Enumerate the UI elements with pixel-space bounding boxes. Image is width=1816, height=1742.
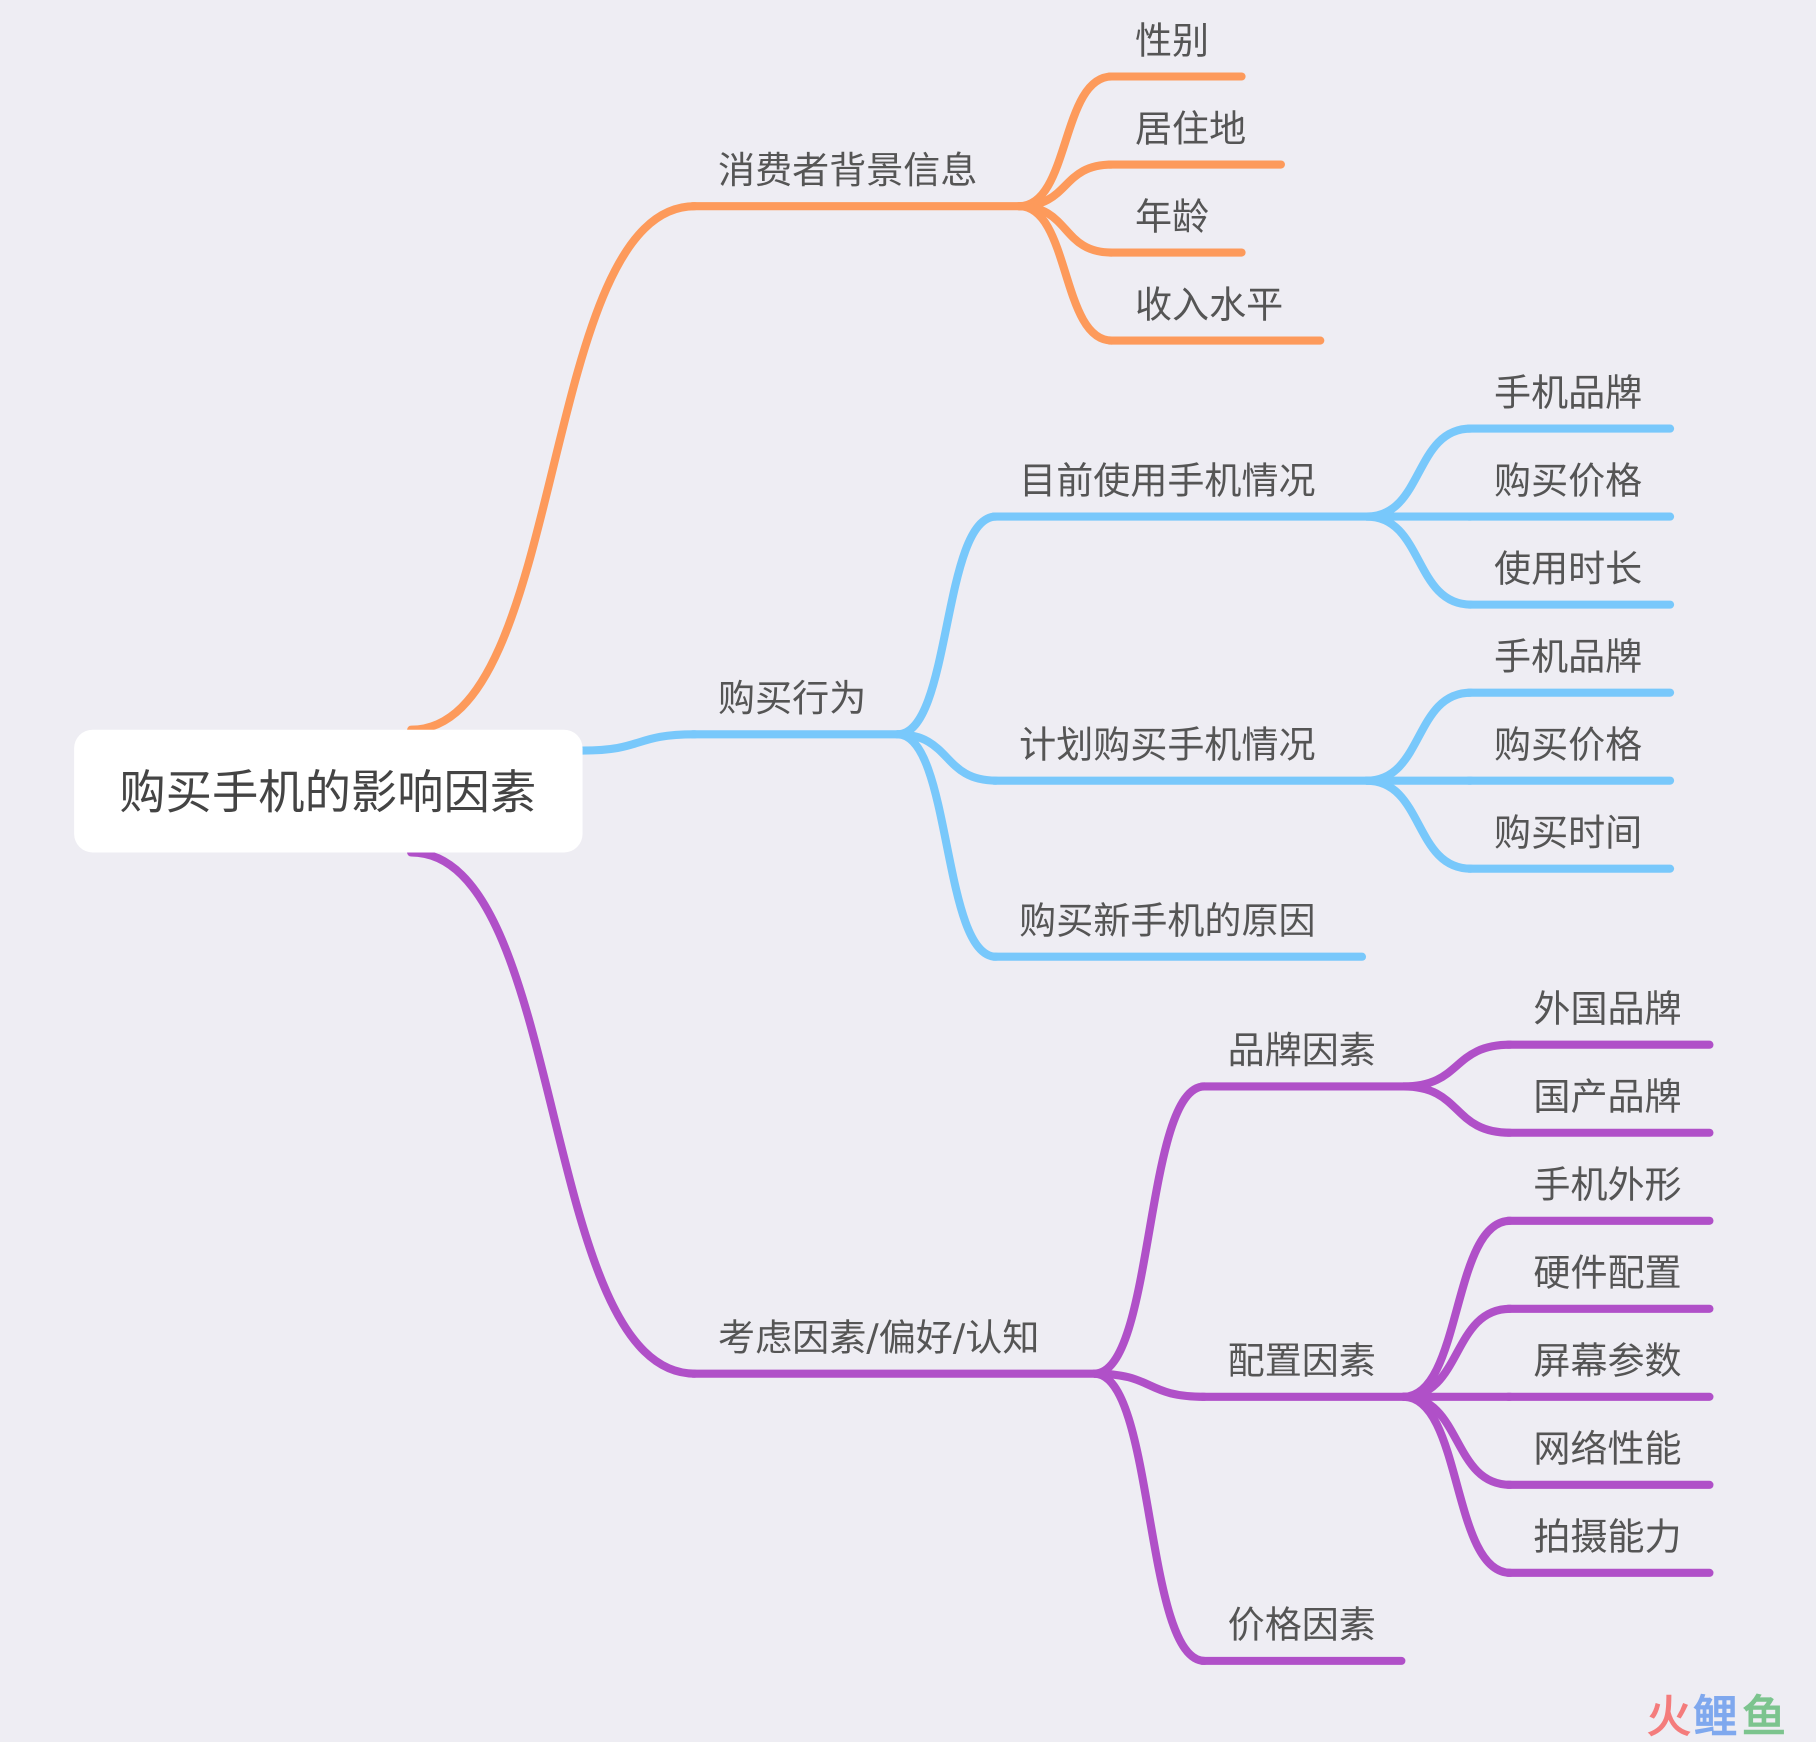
node-label: 手机品牌 [1494,371,1642,414]
mind-map-node-level-3[interactable]: 拍摄能力 [1503,1516,1714,1577]
connector-line [407,848,699,1378]
mind-map-node-level-3[interactable]: 手机品牌 [1464,635,1675,697]
node-label: 目前使用手机情况 [1019,459,1315,502]
node-label: 居住地 [1135,107,1246,150]
node-label: 考虑因素/偏好/认知 [718,1316,1039,1359]
node-label: 手机品牌 [1494,635,1642,678]
node-label: 年龄 [1135,195,1209,238]
connector-line [1362,776,1475,873]
mind-map-node-level-3[interactable]: 使用时长 [1464,547,1675,609]
node-label: 购买价格 [1494,724,1642,767]
root-node[interactable]: 购买手机的影响因素 [74,729,583,853]
connector-line [407,202,699,734]
connector-line [1090,1369,1209,1401]
node-label: 国产品牌 [1533,1076,1681,1119]
connector-line [578,730,699,755]
mind-map-node-level-1[interactable]: 消费者背景信息 [688,149,1024,211]
node-label: 购买行为 [718,677,866,720]
node-label: 配置因素 [1228,1340,1376,1383]
node-label: 品牌因素 [1228,1029,1376,1072]
mind-map-node-level-3[interactable]: 购买时间 [1464,812,1675,873]
node-label: 购买价格 [1494,459,1642,502]
connector-line [1015,202,1116,345]
root-node-box[interactable] [74,729,583,853]
mind-map-node-level-3[interactable]: 购买价格 [1464,459,1675,521]
node-label: 外国品牌 [1533,988,1681,1031]
connector-line [1090,1082,1209,1378]
node-label: 屏幕参数 [1533,1340,1681,1383]
node-label: 购买时间 [1494,812,1642,855]
node-label: 性别 [1135,19,1209,62]
mind-map-node-level-1[interactable]: 购买行为 [688,677,902,739]
connector-line [893,512,1001,739]
node-label: 收入水平 [1135,283,1283,326]
mind-map-node-level-2[interactable]: 收入水平 [1105,283,1325,345]
mind-map-node-level-3[interactable]: 屏幕参数 [1503,1340,1714,1401]
root-node-label: 购买手机的影响因素 [119,765,536,819]
mind-map-node-level-2[interactable]: 计划购买手机情况 [989,724,1371,785]
nodes: 消费者背景信息性别居住地年龄收入水平购买行为目前使用手机情况手机品牌购买价格使用… [688,19,1714,1665]
connector-line [893,730,1001,961]
mind-map-node-level-2[interactable]: 品牌因素 [1198,1029,1408,1091]
connector-line [1090,1369,1209,1665]
mind-map-node-level-3[interactable]: 硬件配置 [1503,1252,1714,1313]
node-label: 购买新手机的原因 [1019,900,1315,943]
node-label: 网络性能 [1533,1428,1681,1471]
node-label: 手机外形 [1533,1164,1681,1207]
mind-map-node-level-3[interactable]: 手机品牌 [1464,371,1675,433]
mind-map-node-level-2[interactable]: 购买新手机的原因 [989,900,1367,961]
mind-map-node-level-3[interactable]: 手机外形 [1503,1164,1714,1225]
watermark-char: 鱼 [1742,1692,1786,1742]
connector-line [893,730,1001,785]
mind-map-node-level-2[interactable]: 目前使用手机情况 [989,459,1371,521]
node-label: 硬件配置 [1533,1252,1681,1295]
mind-map-node-level-2[interactable]: 居住地 [1105,107,1285,169]
node-label: 价格因素 [1228,1604,1376,1647]
connector-line [1362,512,1475,609]
connector-line [1399,1082,1515,1137]
mind-map-node-level-2[interactable]: 配置因素 [1198,1340,1408,1401]
watermark-logo: 火 鲤 鱼 [1647,1692,1786,1742]
mind-map-node-level-2[interactable]: 价格因素 [1198,1604,1406,1665]
mind-map-node-level-3[interactable]: 网络性能 [1503,1428,1714,1489]
mind-map-node-level-2[interactable]: 年龄 [1105,195,1246,257]
watermark-char: 鲤 [1693,1692,1737,1742]
mind-map-node-level-2[interactable]: 性别 [1105,19,1246,81]
node-label: 消费者背景信息 [718,149,977,192]
mind-map-node-level-3[interactable]: 购买价格 [1464,724,1675,785]
mind-map-node-level-1[interactable]: 考虑因素/偏好/认知 [688,1316,1099,1378]
edges [407,72,1515,1665]
mind-map-node-level-3[interactable]: 国产品牌 [1503,1076,1714,1137]
node-label: 计划购买手机情况 [1019,724,1315,767]
connector-line [1399,1392,1515,1577]
watermark-char: 火 [1647,1692,1691,1742]
node-label: 使用时长 [1494,547,1642,590]
mind-map-node-level-3[interactable]: 外国品牌 [1503,988,1714,1049]
node-label: 拍摄能力 [1533,1516,1681,1559]
